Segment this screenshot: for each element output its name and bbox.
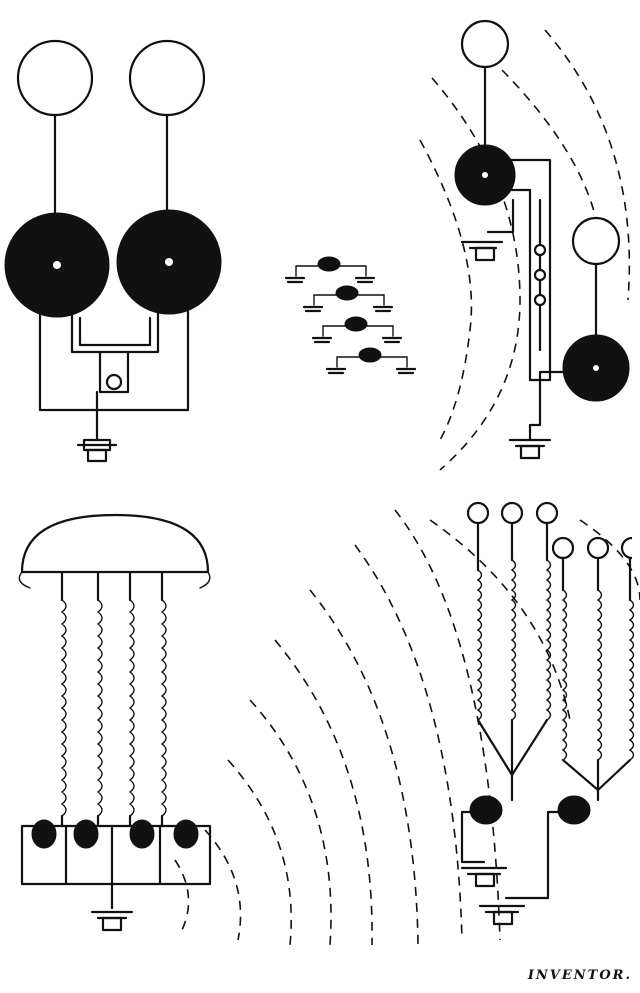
fig-multi-receiver: [429, 501, 640, 926]
terminal-ball-lower: [571, 216, 621, 266]
dome-capacitor: [20, 513, 210, 574]
fig-twin-terminal: [4, 39, 222, 463]
relay-unit: [325, 347, 417, 375]
helix-columns: [60, 570, 167, 828]
terminal-ball-right: [128, 39, 206, 117]
radiating-waves: [174, 509, 501, 946]
terminal-ball-upper: [460, 19, 510, 69]
fig-mushroom-transmitter: [18, 513, 212, 932]
relay-unit: [302, 285, 394, 313]
inventor-label: INVENTOR.: [527, 968, 632, 983]
terminal-ball-left: [16, 39, 94, 117]
fig-relay-group: [284, 256, 417, 375]
base-box: [20, 824, 212, 886]
relay-unit: [311, 316, 403, 344]
relay-unit: [284, 256, 376, 284]
fig-receiver-chain: [419, 19, 631, 471]
